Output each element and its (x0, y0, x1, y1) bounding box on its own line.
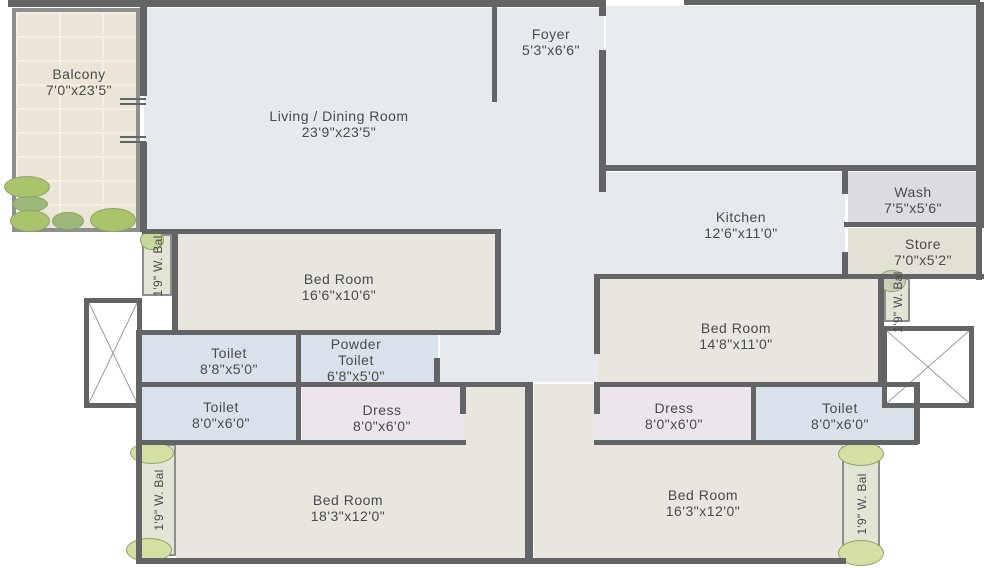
wall (599, 6, 606, 16)
wall (594, 382, 918, 387)
corridor-right (534, 384, 596, 444)
wall (599, 50, 606, 192)
powder-toilet (300, 334, 438, 384)
bedroom-3 (598, 278, 880, 382)
wall (120, 141, 146, 143)
wall (140, 142, 147, 232)
wall (594, 274, 600, 354)
planter-icon (4, 176, 50, 198)
wall (136, 330, 500, 335)
store-room (848, 228, 978, 276)
planter-icon (838, 540, 884, 566)
wall (842, 170, 848, 194)
duct-shaft (84, 298, 142, 408)
wall (140, 382, 526, 387)
wall (136, 558, 846, 564)
wall (976, 225, 982, 280)
window-balcony-label: 1'9" W. Bal (151, 235, 165, 297)
window-balcony-label: 1'9" W. Bal (891, 271, 905, 333)
wash-room (848, 172, 978, 224)
upper-right-room (606, 6, 978, 166)
wall (606, 165, 980, 171)
wall (142, 229, 498, 234)
wall (140, 6, 147, 96)
dress-1 (302, 386, 464, 442)
wall (120, 98, 146, 100)
bedroom-4 (534, 442, 844, 562)
wall (434, 358, 440, 384)
wall (140, 440, 466, 445)
bedroom-1 (178, 232, 498, 332)
duct-shaft (882, 326, 974, 408)
planter-icon (52, 212, 84, 230)
wall (844, 222, 980, 227)
window-balcony-label: 1'9" W. Bal (152, 469, 166, 531)
wall (914, 382, 920, 444)
toilet-1 (142, 334, 298, 384)
wall (878, 278, 884, 384)
toilet-2 (142, 386, 300, 442)
corridor-lower (464, 384, 526, 444)
wall (594, 440, 918, 445)
wall (136, 330, 142, 560)
planter-icon (90, 208, 136, 232)
wall (594, 274, 984, 279)
window-balcony-label: 1'9" W. Bal (855, 473, 869, 535)
wall (842, 252, 848, 278)
wall (460, 384, 466, 414)
wall (492, 6, 497, 102)
wall (976, 2, 984, 228)
wall (172, 232, 178, 334)
planter-icon (10, 210, 50, 232)
planter-icon (838, 442, 884, 466)
wall (120, 103, 146, 105)
wall (495, 229, 501, 333)
bedroom-2 (176, 442, 526, 562)
wall (751, 386, 756, 442)
wall (684, 0, 980, 5)
wall (120, 136, 146, 138)
dress-2 (596, 386, 754, 442)
wall (525, 382, 533, 562)
wall (8, 0, 606, 7)
wall (594, 384, 600, 414)
wall (296, 334, 301, 442)
